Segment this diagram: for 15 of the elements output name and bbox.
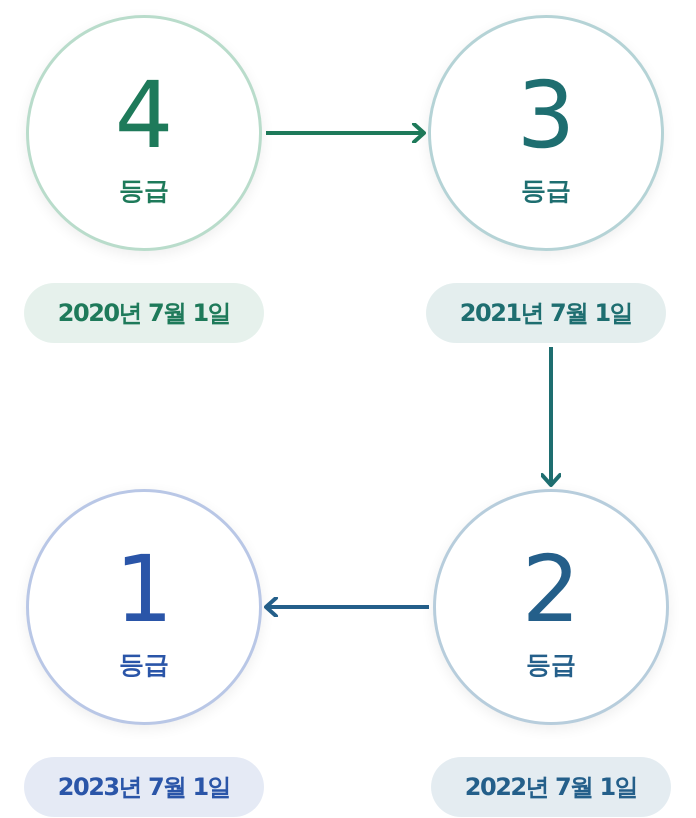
- date-badge: 2020년 7월 1일: [24, 283, 264, 343]
- grade-number: 4: [114, 70, 174, 162]
- date-badge: 2023년 7월 1일: [24, 757, 264, 817]
- grade-number: 2: [522, 544, 580, 636]
- grade-label: 등급: [119, 178, 169, 203]
- arrow: [540, 347, 562, 487]
- grade-number: 3: [516, 70, 576, 162]
- grade-label: 등급: [521, 178, 571, 203]
- arrow: [264, 596, 429, 618]
- date-badge: 2022년 7월 1일: [431, 757, 671, 817]
- grade-label: 등급: [526, 652, 576, 677]
- grade-label: 등급: [119, 652, 169, 677]
- date-badge: 2021년 7월 1일: [426, 283, 666, 343]
- arrow: [266, 122, 426, 144]
- grade-number: 1: [114, 544, 174, 636]
